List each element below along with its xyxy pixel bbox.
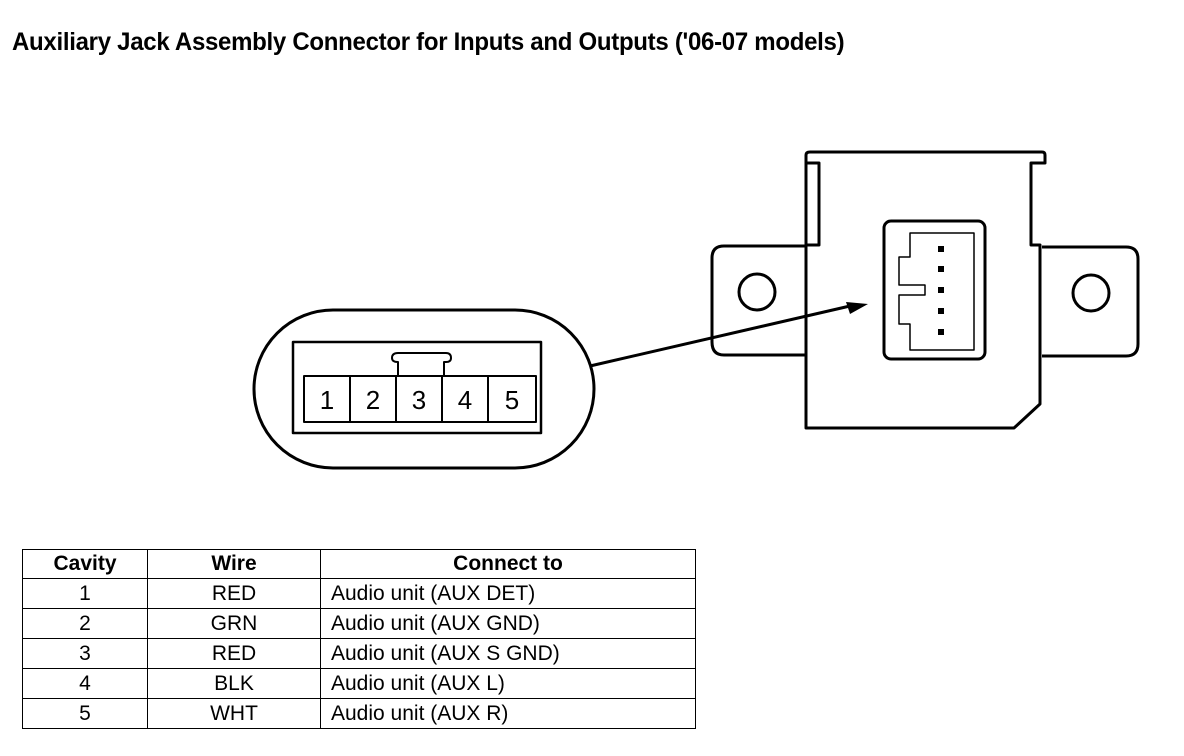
receptacle-pin	[938, 246, 944, 252]
cell-wire: BLK	[147, 668, 321, 699]
left-mount-hole-icon	[737, 272, 777, 312]
jack-body-outline	[804, 150, 1047, 430]
pin-label: 2	[366, 385, 380, 415]
pin-cell	[487, 375, 537, 423]
header-connect-to: Connect to	[320, 549, 696, 579]
connector-face-outline	[291, 340, 543, 435]
pin-label: 1	[320, 385, 334, 415]
cell-wire: RED	[147, 638, 321, 669]
header-wire: Wire	[147, 549, 321, 579]
cell-wire: RED	[147, 578, 321, 609]
callout-oval	[252, 308, 596, 470]
cell-wire: WHT	[147, 698, 321, 729]
cell-cavity: 2	[22, 608, 148, 639]
table-row: 2 GRN Audio unit (AUX GND)	[22, 608, 696, 639]
right-mounting-ear	[1042, 245, 1140, 358]
jack-top-notch	[806, 161, 821, 247]
cell-cavity: 1	[22, 578, 148, 609]
receptacle-pin	[938, 329, 944, 335]
receptacle-pin	[938, 308, 944, 314]
cell-connect-to: Audio unit (AUX R)	[320, 698, 696, 729]
table-row: 5 WHT Audio unit (AUX R)	[22, 698, 696, 729]
right-mount-hole-icon	[1071, 273, 1111, 313]
table-row: 3 RED Audio unit (AUX S GND)	[22, 638, 696, 669]
cell-connect-to: Audio unit (AUX DET)	[320, 578, 696, 609]
cell-connect-to: Audio unit (AUX S GND)	[320, 638, 696, 669]
cell-cavity: 5	[22, 698, 148, 729]
page-title: Auxiliary Jack Assembly Connector for In…	[12, 28, 845, 56]
pin-label: 4	[458, 385, 472, 415]
callout-arrowhead-icon	[846, 302, 868, 314]
cell-wire: GRN	[147, 608, 321, 639]
receptacle-insert	[898, 232, 975, 351]
receptacle-pin	[938, 266, 944, 272]
pin-label: 5	[505, 385, 519, 415]
callout-arrow-line	[589, 304, 851, 368]
cavity-table: Cavity Wire Connect to 1 RED Audio unit …	[22, 549, 696, 729]
cell-cavity: 4	[22, 668, 148, 699]
jack-receptacle	[882, 219, 987, 361]
receptacle-pin	[938, 287, 944, 293]
connector-diagram: 1 2 3 4 5	[252, 150, 1140, 470]
table-header-row: Cavity Wire Connect to	[22, 549, 696, 579]
table-row: 4 BLK Audio unit (AUX L)	[22, 668, 696, 699]
header-cavity: Cavity	[22, 549, 148, 579]
cell-cavity: 3	[22, 638, 148, 669]
cell-connect-to: Audio unit (AUX L)	[320, 668, 696, 699]
left-mounting-ear	[710, 244, 806, 357]
locking-tab	[391, 352, 452, 376]
table-row: 1 RED Audio unit (AUX DET)	[22, 578, 696, 609]
cell-connect-to: Audio unit (AUX GND)	[320, 608, 696, 639]
pin-label: 3	[412, 385, 426, 415]
